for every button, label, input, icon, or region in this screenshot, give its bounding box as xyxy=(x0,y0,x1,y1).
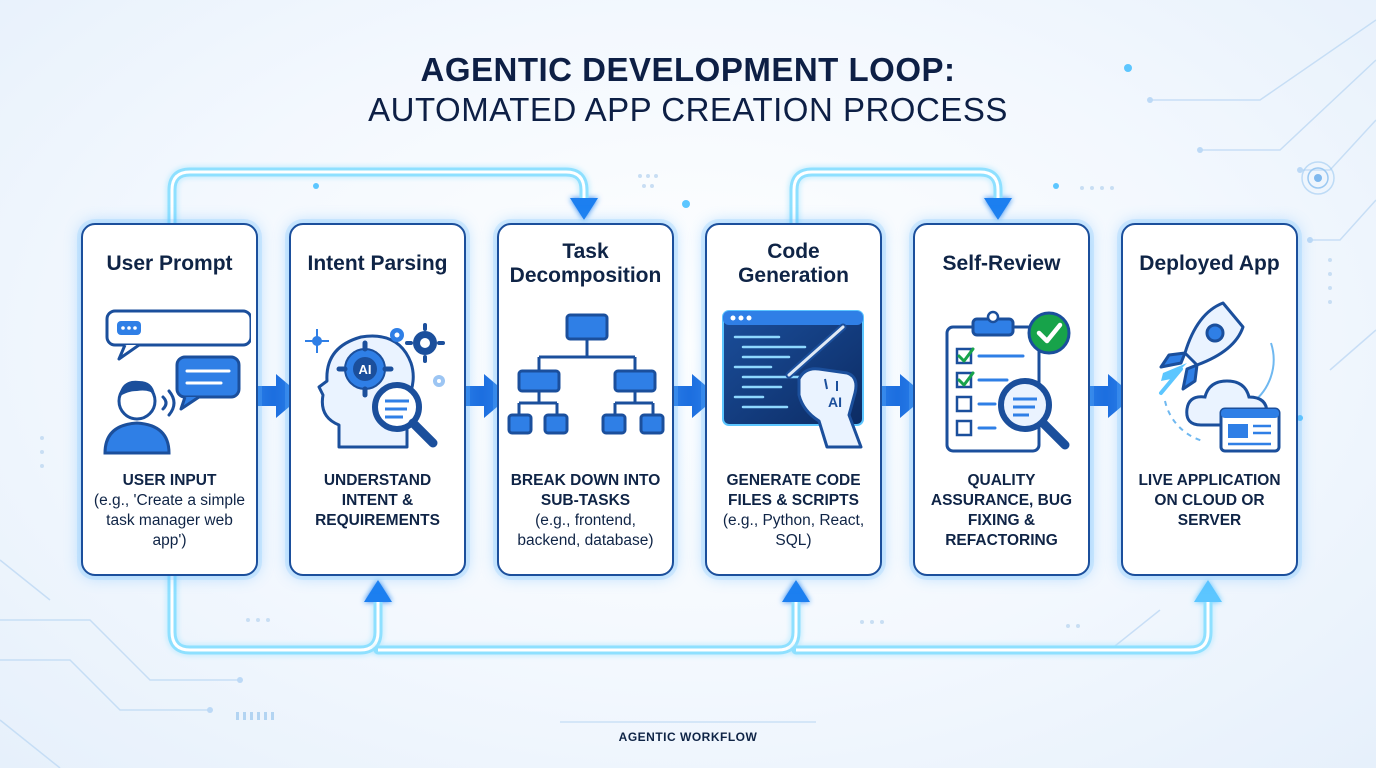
step-card-intent-parsing: Intent Parsing AI UNDERSTAND INTENT & RE… xyxy=(289,223,466,576)
diagram-title: AGENTIC DEVELOPMENT LOOP: AUTOMATED APP … xyxy=(0,50,1376,130)
svg-text:AI: AI xyxy=(828,394,842,410)
svg-text:AI: AI xyxy=(359,362,372,377)
step-description: LIVE APPLICATION ON CLOUD or SERVER xyxy=(1129,471,1290,531)
step-title: User Prompt xyxy=(106,252,233,275)
hierarchy-tree-icon xyxy=(507,313,665,435)
footer-label: AGENTIC WORKFLOW xyxy=(618,730,758,744)
step-card-user-prompt: User Prompt USER INPUT (e.g., 'Create a … xyxy=(81,223,258,576)
step-description-main: USER INPUT xyxy=(122,472,217,489)
ai-head-gears-icon: AI xyxy=(305,323,445,449)
step-description: BREAK DOWN INTO SUB-TASKS (e.g., fronten… xyxy=(505,471,666,551)
step-description: QUALITY ASSURANCE, BUG FIXING & REFACTOR… xyxy=(921,471,1082,551)
bottom-loop-arrow-3 xyxy=(791,580,1222,655)
step-description-main: GENERATE CODE FILES & SCRIPTS xyxy=(726,472,861,509)
step-description-main: QUALITY ASSURANCE, BUG FIXING & REFACTOR… xyxy=(930,472,1073,549)
bottom-loop-arrow-1 xyxy=(167,571,392,655)
step-card-deployed-app: Deployed App LIVE APPLICATION ON CLOUD o… xyxy=(1121,223,1298,576)
top-loop-arrow-1 xyxy=(167,167,598,228)
checklist-magnifier-icon xyxy=(945,310,1071,453)
step-title: Intent Parsing xyxy=(307,252,448,275)
step-description-main: LIVE APPLICATION ON CLOUD or SERVER xyxy=(1138,472,1281,529)
step-title: Deployed App xyxy=(1139,252,1280,275)
title-line-2: AUTOMATED APP CREATION PROCESS xyxy=(368,91,1008,128)
title-line-1: AGENTIC DEVELOPMENT LOOP: xyxy=(420,51,956,88)
step-card-code-generation: Code Generation AI GENERATE CODE FI xyxy=(705,223,882,576)
rocket-cloud-icon xyxy=(1159,301,1281,453)
step-description-example: (e.g., 'Create a simple task manager web… xyxy=(93,492,246,549)
step-card-task-decomposition: Task Decomposition BREAK DOWN INTO xyxy=(497,223,674,576)
step-title: Code Generation xyxy=(738,240,849,287)
user-chat-icon xyxy=(103,309,251,455)
bottom-loop-arrow-2 xyxy=(373,580,810,655)
step-description-example: (e.g., Python, React, SQL) xyxy=(722,512,865,549)
top-loop-arrow-2 xyxy=(789,167,1012,228)
step-description-example: (e.g., frontend, backend, database) xyxy=(517,512,654,549)
step-description: GENERATE CODE FILES & SCRIPTS (e.g., Pyt… xyxy=(713,471,874,551)
step-title: Task Decomposition xyxy=(509,240,662,287)
step-description: UNDERSTAND INTENT & REQUIREMENTS xyxy=(297,471,458,531)
code-editor-ai-hand-icon: AI xyxy=(722,310,864,449)
step-description: USER INPUT (e.g., 'Create a simple task … xyxy=(89,471,250,551)
step-card-self-review: Self-Review QUALITY ASSURANCE, BUG FI xyxy=(913,223,1090,576)
step-description-main: BREAK DOWN INTO SUB-TASKS xyxy=(510,472,661,509)
step-title: Self-Review xyxy=(942,252,1061,275)
step-description-main: UNDERSTAND INTENT & REQUIREMENTS xyxy=(315,472,440,529)
